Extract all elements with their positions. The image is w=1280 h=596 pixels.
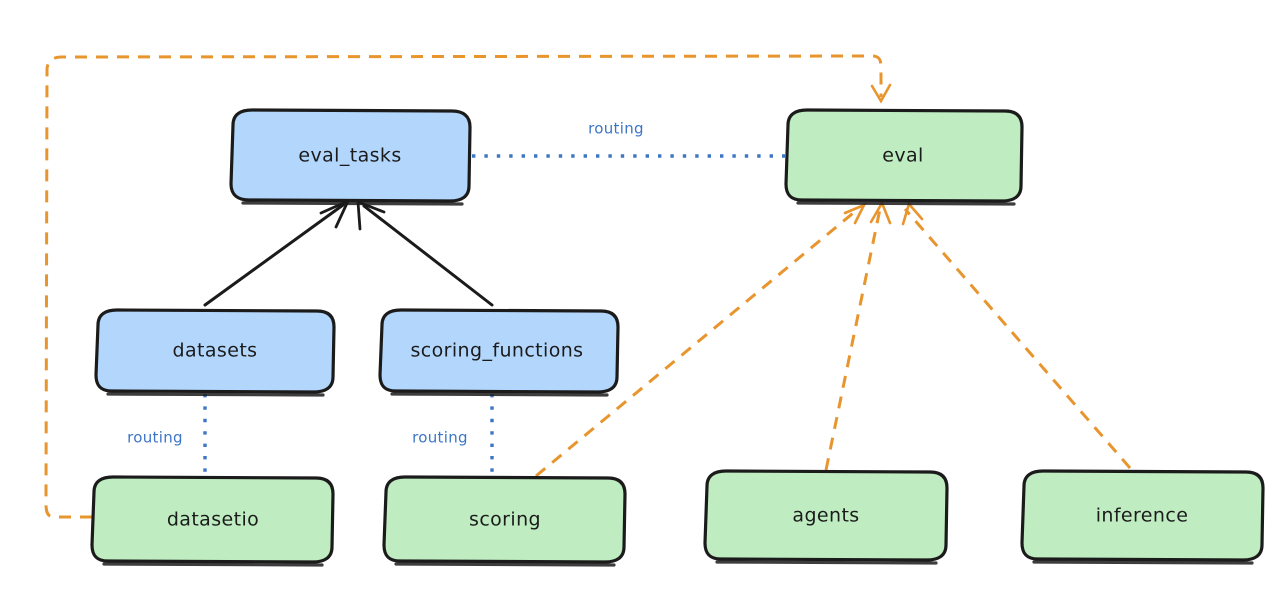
edge-label-routing-eval: routing	[588, 120, 644, 138]
arrowhead-icon	[901, 201, 924, 226]
edge-scoring-functions-to-scoring: routing	[412, 394, 494, 476]
arrowhead-icon	[843, 202, 867, 225]
node-agents[interactable]: agents	[703, 469, 949, 565]
edge-agents-to-eval	[824, 200, 892, 471]
edge-label-routing-datasetio: routing	[127, 429, 183, 447]
edge-scoring-functions-to-eval-tasks	[356, 199, 494, 307]
node-label-datasetio: datasetio	[167, 509, 259, 531]
edge-label-routing-scoring: routing	[412, 429, 468, 447]
node-label-eval: eval	[882, 145, 923, 167]
arrowhead-icon	[870, 83, 892, 104]
edge-datasetio-to-eval	[44, 54, 892, 519]
node-datasetio[interactable]: datasetio	[90, 475, 335, 567]
node-label-inference: inference	[1096, 505, 1189, 527]
edge-datasets-to-datasetio: routing	[127, 394, 207, 476]
node-scoring-functions[interactable]: scoring_functions	[378, 308, 620, 397]
edge-eval-tasks-to-eval: routing	[472, 120, 785, 158]
arrowhead-icon	[356, 199, 386, 231]
node-label-scoring: scoring	[469, 509, 541, 531]
node-label-scoring-functions: scoring_functions	[411, 340, 584, 362]
node-eval[interactable]: eval	[784, 108, 1024, 206]
node-scoring[interactable]: scoring	[382, 475, 627, 567]
edge-datasets-to-eval-tasks	[203, 198, 351, 307]
node-inference[interactable]: inference	[1020, 469, 1265, 565]
node-eval-tasks[interactable]: eval_tasks	[229, 108, 472, 206]
edge-scoring-to-eval	[535, 202, 867, 478]
node-datasets[interactable]: datasets	[94, 308, 336, 397]
node-label-agents: agents	[792, 505, 859, 527]
edge-inference-to-eval	[901, 201, 1132, 469]
node-label-eval-tasks: eval_tasks	[298, 145, 401, 167]
node-label-datasets: datasets	[173, 340, 258, 362]
